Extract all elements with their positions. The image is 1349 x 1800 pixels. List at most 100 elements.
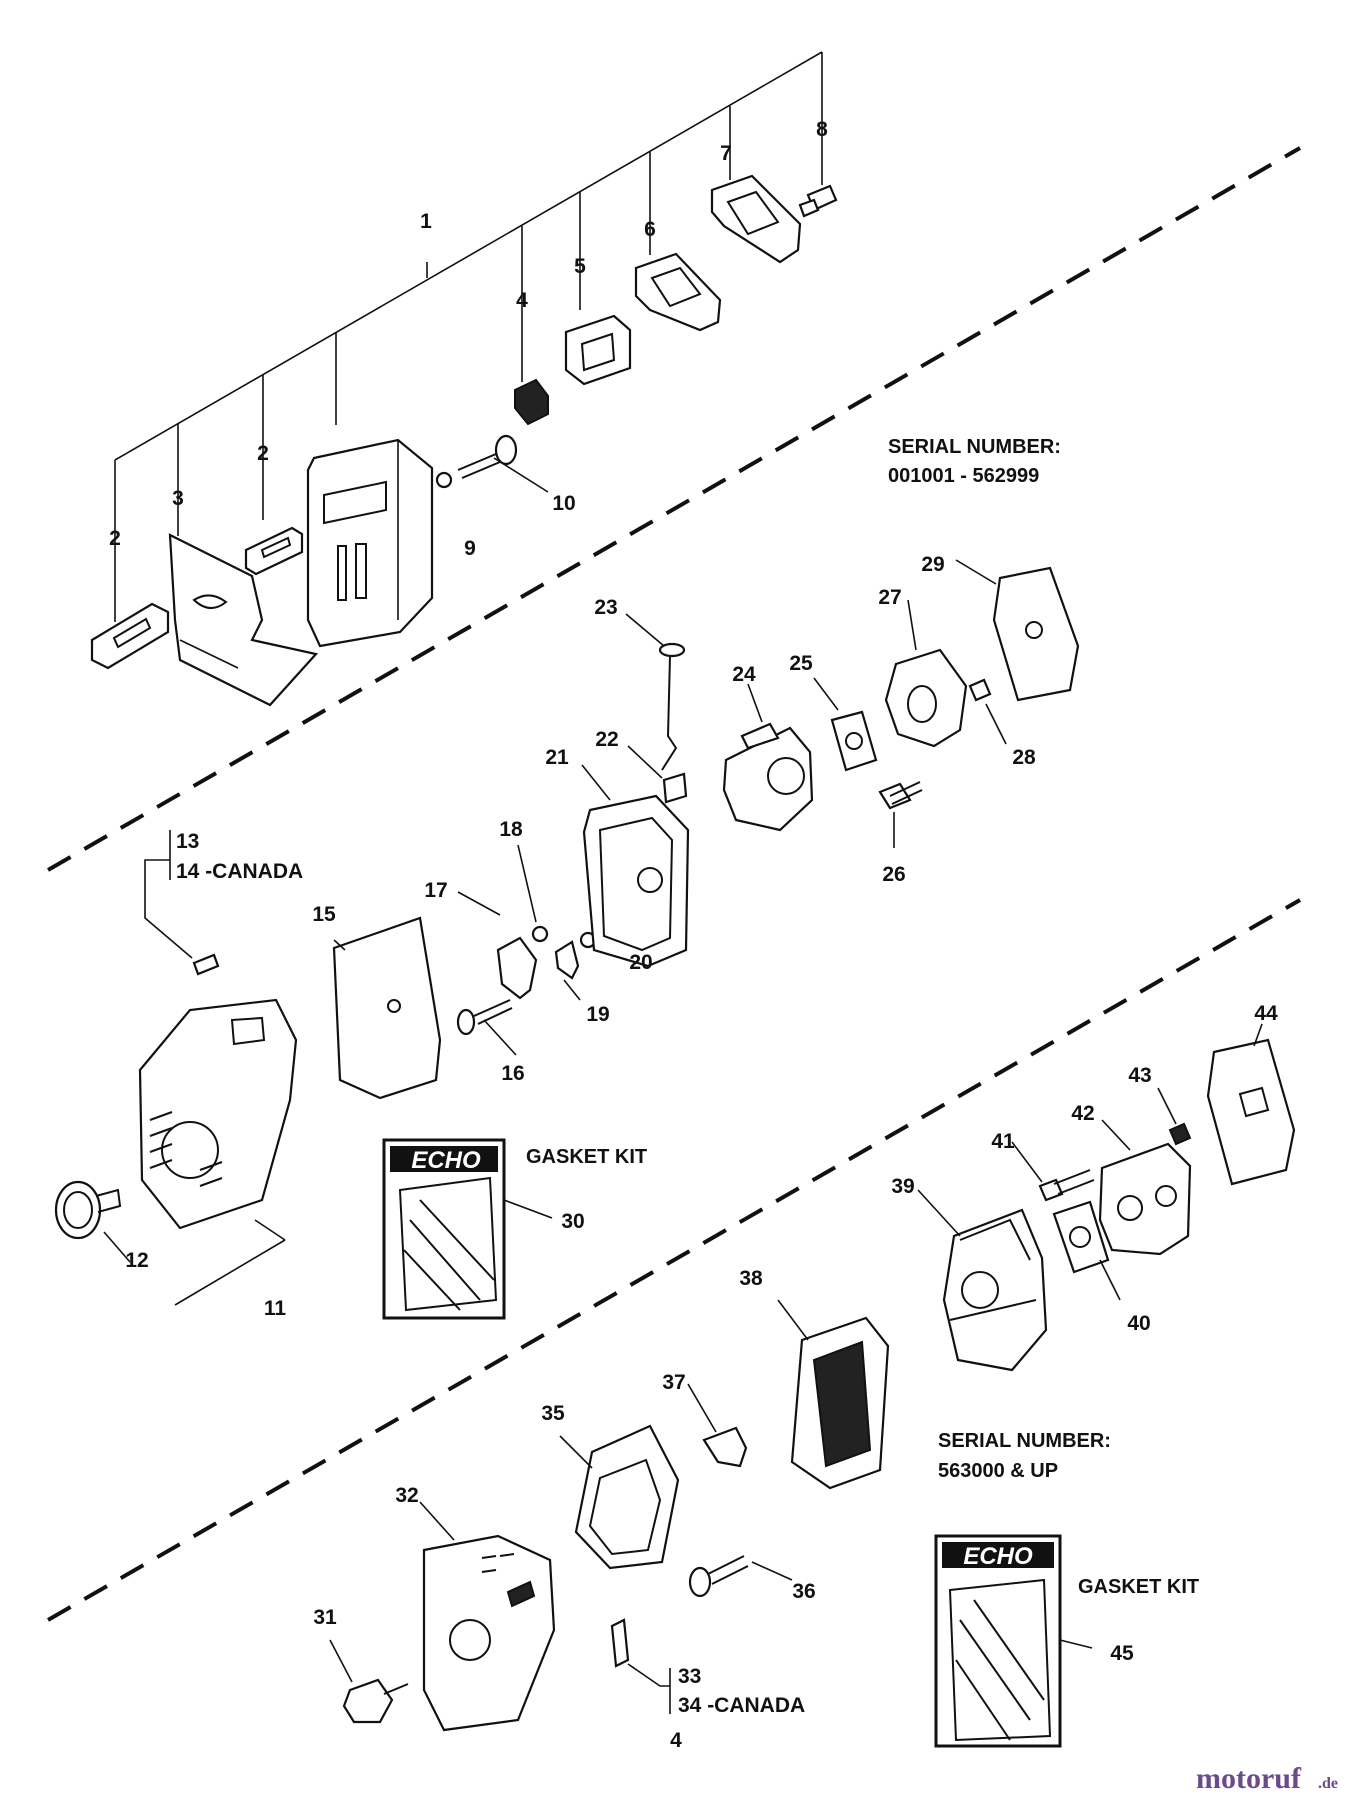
air-case-part-38 (790, 1316, 890, 1490)
callout-11: 11 (264, 1297, 287, 1320)
callout-21: 21 (545, 746, 569, 769)
leader-11 (174, 1239, 286, 1306)
callout-10: 10 (552, 492, 575, 515)
gasket-part-2-left (90, 602, 170, 670)
plate-part-19 (554, 940, 580, 980)
bolt-part-10 (457, 434, 518, 479)
air-cleaner-cover-part-32 (422, 1534, 556, 1732)
echo-logo: ECHO (963, 1543, 1033, 1570)
insulator-part-27 (884, 648, 968, 748)
label-part-33 (610, 1618, 630, 1668)
callout-19: 19 (586, 1003, 609, 1026)
spark-screen-part-4 (514, 378, 549, 426)
washer-part-9 (435, 471, 453, 489)
callout-12: 12 (125, 1249, 148, 1272)
callout-45: 45 (1110, 1642, 1134, 1665)
callout-39: 39 (891, 1175, 914, 1198)
bolt-part-16 (456, 999, 513, 1036)
callout-24: 24 (732, 663, 756, 686)
plate-part-6 (634, 252, 722, 332)
bolt-part-36 (688, 1555, 749, 1598)
callout-28: 28 (1012, 746, 1036, 769)
callout-3: 3 (172, 487, 184, 510)
serial-range-upper-line2: 001001 - 562999 (888, 465, 1039, 487)
serial-range-upper-line1: SERIAL NUMBER: (888, 436, 1061, 458)
figure-number: 4 (670, 1729, 682, 1752)
callout-32: 32 (395, 1484, 418, 1507)
callout-8: 8 (816, 118, 828, 141)
callout-40: 40 (1127, 1312, 1150, 1335)
callout-16: 16 (501, 1062, 524, 1085)
gasket-part-5 (564, 314, 632, 386)
callout-29: 29 (921, 553, 944, 576)
knob-part-12 (54, 1180, 122, 1240)
watermark-suffix: .de (1318, 1775, 1338, 1792)
serial-range-lower-line2: 563000 & UP (938, 1460, 1058, 1482)
gasket-part-44 (1206, 1038, 1296, 1186)
callout-2-right: 2 (257, 442, 269, 465)
callout-5: 5 (574, 255, 586, 278)
callout-25: 25 (789, 652, 813, 675)
bolt-part-41 (1038, 1169, 1095, 1202)
carburetor-part-24 (722, 722, 814, 832)
callout-31: 31 (313, 1606, 337, 1629)
callout-6: 6 (644, 218, 656, 241)
gasket-kit-heading-upper: GASKET KIT (526, 1146, 647, 1168)
bolt-part-26 (878, 781, 923, 810)
callout-38: 38 (739, 1267, 763, 1290)
air-cleaner-cover-part-11 (138, 998, 298, 1230)
callout-42: 42 (1071, 1102, 1094, 1125)
callout-41: 41 (991, 1130, 1015, 1153)
section-divider-upper (47, 146, 1301, 872)
callout-26: 26 (882, 863, 905, 886)
bracket-part-17 (496, 936, 538, 1000)
callout-23: 23 (594, 596, 617, 619)
callout-33: 33 (678, 1665, 701, 1688)
filter-element-part-15 (332, 916, 442, 1100)
callout-27: 27 (878, 586, 901, 609)
carburetor-part-39 (942, 1208, 1048, 1372)
callout-9: 9 (464, 537, 476, 560)
callout-37: 37 (662, 1371, 685, 1394)
muffler-body (306, 438, 434, 648)
callout-4: 4 (516, 289, 528, 312)
grommet-part-22 (662, 772, 688, 804)
gasket-part-7 (710, 174, 802, 264)
knob-part-31 (342, 1678, 409, 1724)
gasket-kit-card-45: ECHO (934, 1534, 1062, 1748)
callout-44: 44 (1254, 1002, 1278, 1025)
heat-shield-part-3 (168, 533, 319, 707)
callout-2-left: 2 (109, 527, 121, 550)
filter-element-part-35 (574, 1424, 680, 1570)
insulator-part-42 (1098, 1142, 1192, 1256)
section-divider-lower (47, 898, 1301, 1622)
callout-22: 22 (595, 728, 618, 751)
gasket-kit-heading-lower: GASKET KIT (1078, 1576, 1199, 1598)
gasket-part-25 (830, 710, 878, 772)
callout-34-canada: 34 -CANADA (678, 1694, 805, 1717)
callout-18: 18 (499, 818, 523, 841)
washer-part-18 (531, 925, 549, 943)
callout-36: 36 (792, 1580, 815, 1603)
callout-30: 30 (561, 1210, 584, 1233)
callout-35: 35 (541, 1402, 565, 1425)
gasket-part-29 (992, 566, 1080, 702)
callout-17: 17 (424, 879, 447, 902)
watermark-text: motoruf (1196, 1762, 1302, 1795)
callout-1: 1 (420, 210, 432, 233)
callout-43: 43 (1128, 1064, 1151, 1087)
callout-7: 7 (720, 142, 732, 165)
bracket-part-37 (702, 1426, 748, 1468)
echo-logo: ECHO (411, 1147, 481, 1174)
callout-15: 15 (312, 903, 336, 926)
nut-part-43 (1168, 1122, 1192, 1146)
bolt-part-8 (798, 184, 838, 218)
callout-20: 20 (629, 951, 652, 974)
air-case-part-21 (582, 794, 690, 968)
gasket-kit-card-30: ECHO (382, 1138, 506, 1320)
callout-13: 13 (176, 830, 199, 853)
callout-14-canada: 14 -CANADA (176, 860, 303, 883)
gasket-part-40 (1052, 1200, 1110, 1274)
choke-rod-part-23 (658, 642, 686, 771)
